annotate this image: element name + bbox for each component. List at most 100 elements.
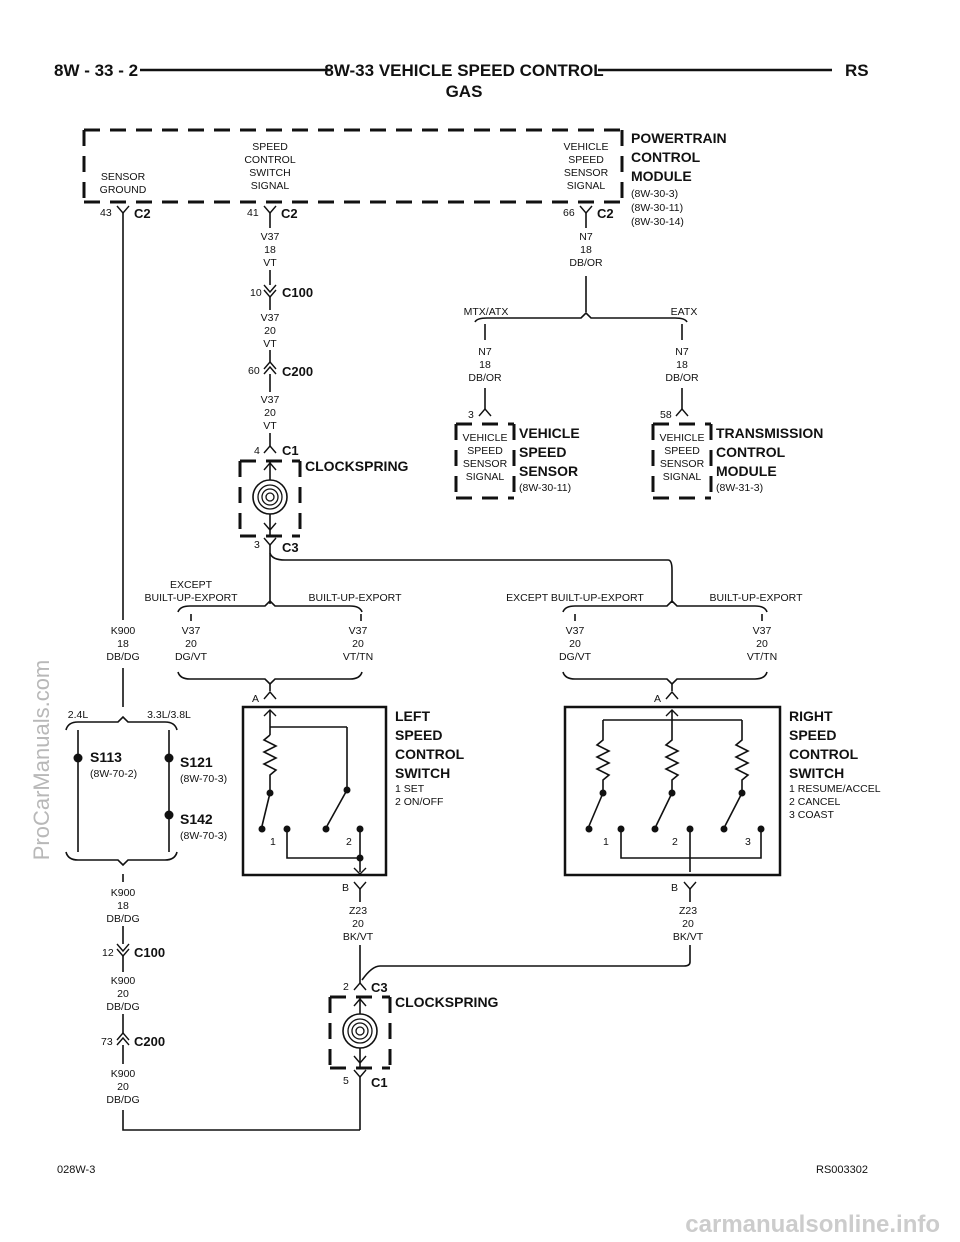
svg-text:C3: C3	[282, 540, 299, 555]
wire-label-z23-right: Z23 20 BK/VT	[673, 905, 704, 943]
svg-text:VT/TN: VT/TN	[343, 651, 373, 663]
svg-text:20: 20	[117, 1081, 129, 1093]
wire-label-n7-top: N7 18 DB/OR	[569, 231, 603, 269]
svg-text:V37: V37	[261, 394, 280, 406]
svg-text:C2: C2	[281, 206, 298, 221]
right-switch-title: RIGHT SPEED CONTROL SWITCH 1 RESUME/ACCE…	[789, 708, 881, 821]
svg-text:DB/OR: DB/OR	[468, 372, 502, 384]
svg-text:S121: S121	[180, 754, 213, 770]
svg-text:MTX/ATX: MTX/ATX	[464, 306, 509, 318]
wire-label-right-vttn: V37 20 VT/TN	[747, 625, 777, 663]
wire-label-right-dgvt: V37 20 DG/VT	[559, 625, 592, 663]
svg-text:SIGNAL: SIGNAL	[466, 471, 505, 483]
side-watermark: ProCarManuals.com	[29, 660, 54, 861]
pcm-pin-speed-control-label: SPEED CONTROL SWITCH SIGNAL	[244, 141, 295, 192]
clockspring-upper-c3-connector: 3 C3	[254, 537, 299, 555]
connector-c200-upper: 60 C200	[248, 360, 313, 379]
svg-text:2: 2	[672, 836, 678, 848]
tcm-pin-label: VEHICLE SPEED SENSOR SIGNAL	[660, 432, 705, 483]
clockspring-upper-box	[238, 459, 302, 538]
splice-s113: S113 (8W-70-2)	[73, 749, 137, 780]
svg-text:DB/OR: DB/OR	[569, 257, 603, 269]
option-join-left	[177, 671, 363, 686]
svg-text:(8W-30-11): (8W-30-11)	[519, 482, 571, 494]
svg-text:C1: C1	[282, 443, 299, 458]
option-join-right	[562, 671, 768, 686]
svg-text:20: 20	[264, 325, 276, 337]
svg-text:DB/DG: DB/DG	[106, 1094, 139, 1106]
svg-text:DB/OR: DB/OR	[665, 372, 699, 384]
svg-text:SIGNAL: SIGNAL	[251, 180, 290, 192]
svg-text:C100: C100	[134, 945, 165, 960]
svg-text:2 ON/OFF: 2 ON/OFF	[395, 796, 443, 808]
option-split-right: EXCEPT BUILT-UP-EXPORT BUILT-UP-EXPORT	[506, 592, 803, 613]
svg-text:20: 20	[352, 638, 364, 650]
svg-text:41: 41	[247, 207, 259, 219]
svg-text:C2: C2	[597, 206, 614, 221]
svg-text:(8W-31-3): (8W-31-3)	[716, 482, 763, 494]
section-code: RS	[845, 61, 869, 80]
svg-text:MODULE: MODULE	[631, 168, 692, 184]
svg-text:SENSOR: SENSOR	[660, 458, 705, 470]
pcm-connector-66: 66 C2	[563, 205, 614, 221]
clockspring-upper-c1-connector: 4 C1	[254, 443, 299, 458]
wire-label-k900-mid: K900 18 DB/DG	[106, 887, 139, 925]
svg-text:1: 1	[603, 836, 609, 848]
pcm-connector-43: 43 C2	[100, 205, 151, 221]
svg-text:V37: V37	[261, 312, 280, 324]
svg-text:CONTROL: CONTROL	[789, 746, 859, 762]
svg-text:73: 73	[101, 1036, 113, 1048]
page-title: 8W-33 VEHICLE SPEED CONTROL	[324, 61, 603, 80]
svg-text:S113: S113	[90, 749, 122, 765]
svg-text:Z23: Z23	[349, 905, 367, 917]
svg-text:V37: V37	[182, 625, 201, 637]
svg-text:TRANSMISSION: TRANSMISSION	[716, 425, 823, 441]
svg-text:1: 1	[270, 836, 276, 848]
svg-text:5: 5	[343, 1075, 349, 1087]
svg-text:SPEED: SPEED	[252, 141, 288, 153]
svg-text:(8W-30-3): (8W-30-3)	[631, 188, 678, 200]
left-switch-title: LEFT SPEED CONTROL SWITCH 1 SET 2 ON/OFF	[395, 708, 465, 808]
svg-text:VT: VT	[263, 338, 277, 350]
svg-text:3.3L/3.8L: 3.3L/3.8L	[147, 709, 191, 721]
page-subtitle: GAS	[446, 82, 483, 101]
option-split-engine: 2.4L 3.3L/3.8L	[65, 709, 191, 731]
svg-text:BK/VT: BK/VT	[673, 931, 704, 943]
svg-text:CONTROL: CONTROL	[716, 444, 786, 460]
svg-text:CONTROL: CONTROL	[631, 149, 701, 165]
svg-text:SWITCH: SWITCH	[789, 765, 844, 781]
svg-text:(8W-70-3): (8W-70-3)	[180, 830, 227, 842]
left-switch-internals: 1 2	[258, 709, 367, 875]
tcm-box	[651, 422, 713, 500]
svg-text:18: 18	[479, 359, 491, 371]
footer-left: 028W-3	[57, 1164, 95, 1176]
svg-text:SPEED: SPEED	[395, 727, 442, 743]
svg-text:(8W-30-14): (8W-30-14)	[631, 216, 684, 228]
wire-label-k900-top: K900 18 DB/DG	[106, 625, 139, 663]
clockspring-lower-c3-connector: 2 C3	[343, 980, 388, 995]
svg-text:K900: K900	[111, 1068, 136, 1080]
svg-text:V37: V37	[753, 625, 772, 637]
bottom-watermark: carmanualsonline.info	[685, 1211, 940, 1238]
wire-label-v37-20-vt-b: V37 20 VT	[261, 394, 280, 432]
connector-c100-upper: 10 C100	[250, 284, 313, 300]
vss-pin: 3	[468, 407, 492, 421]
svg-text:N7: N7	[579, 231, 593, 243]
svg-text:3 COAST: 3 COAST	[789, 809, 835, 821]
svg-text:SPEED: SPEED	[568, 154, 604, 166]
svg-text:SIGNAL: SIGNAL	[567, 180, 606, 192]
svg-text:MODULE: MODULE	[716, 463, 777, 479]
vss-box	[454, 422, 516, 500]
svg-text:VT: VT	[263, 420, 277, 432]
pcm-pin-sensor-ground-label: SENSOR GROUND	[100, 171, 147, 196]
svg-text:VEHICLE: VEHICLE	[564, 141, 609, 153]
svg-text:SENSOR: SENSOR	[564, 167, 609, 179]
svg-text:43: 43	[100, 207, 112, 219]
option-split-left: EXCEPT BUILT-UP-EXPORT BUILT-UP-EXPORT	[145, 579, 402, 613]
svg-text:A: A	[654, 693, 661, 705]
svg-text:18: 18	[676, 359, 688, 371]
right-switch-pin-a: A	[654, 690, 679, 705]
svg-text:GROUND: GROUND	[100, 184, 147, 196]
wire-label-k900-20-a: K900 20 DB/DG	[106, 975, 139, 1013]
wire-v37-to-right-split	[269, 552, 673, 603]
